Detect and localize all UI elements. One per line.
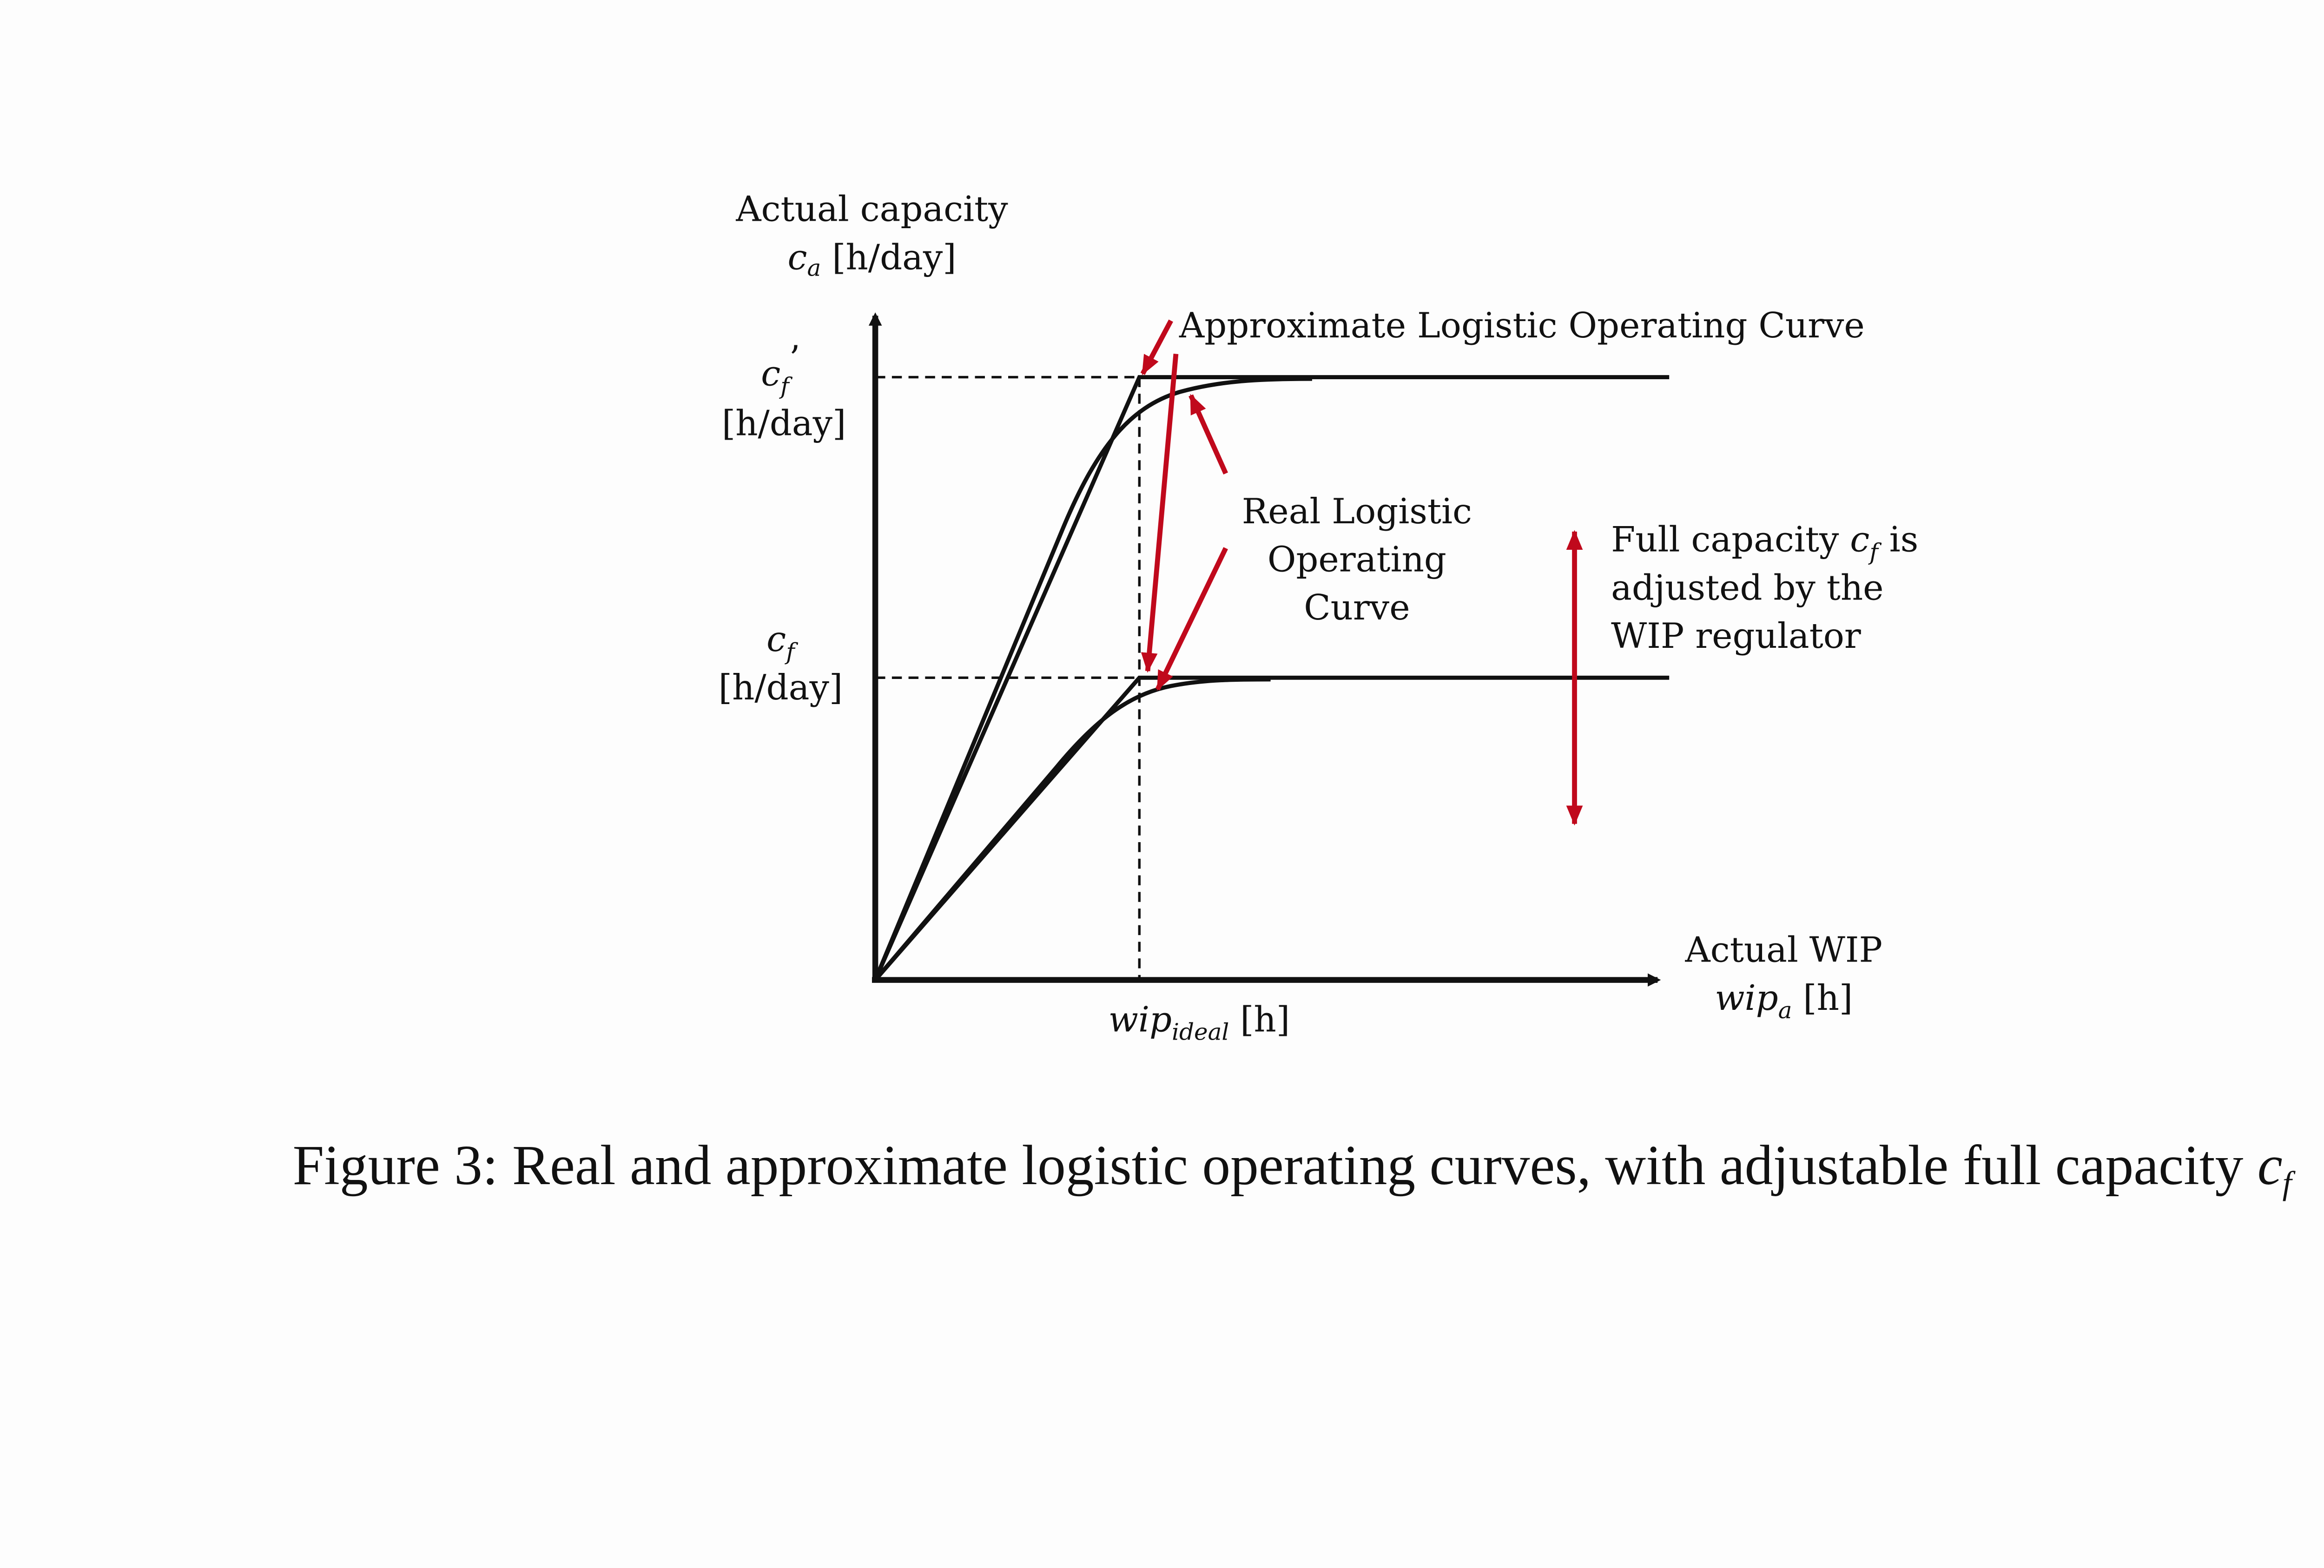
arrow-to-real-lower [1155,547,1228,691]
full-capacity-label-1: Full capacity cf is [1611,519,1918,566]
approx-curve-label: Approximate Logistic Operating Curve [1179,305,1865,346]
cf-prime-unit: [h/day] [722,403,846,444]
full-capacity-label-3: WIP regulator [1611,615,1861,656]
real-curve-cf [873,677,1271,982]
x-axis-unit: wipa [h] [1715,977,1853,1024]
y-axis-unit: ca [h/day] [787,237,956,281]
x-axis-title: Actual WIP [1685,929,1883,970]
cf-prime-label: cf’ [761,338,800,399]
real-curve-label-2: Operating [1268,539,1446,580]
approx-curve-cf-prime [873,375,1670,981]
full-capacity-label-2: adjusted by the [1611,567,1883,608]
arrow-to-real-upper [1188,394,1228,474]
y-axis-title: Actual capacity [735,189,1008,230]
cf-unit: [h/day] [719,667,843,708]
figure-caption: Figure 3: Real and approximate logistic … [293,1134,2296,1201]
cf-label: cf [766,619,798,665]
approx-curve-cf [873,675,1670,982]
arrow-to-approx-upper [1140,319,1173,376]
real-curve-label-1: Real Logistic [1242,491,1472,532]
arrow-to-approx-lower [1141,354,1179,673]
real-curve-label-3: Curve [1304,587,1410,628]
wip-ideal-label: wipideal [h] [1109,999,1290,1045]
